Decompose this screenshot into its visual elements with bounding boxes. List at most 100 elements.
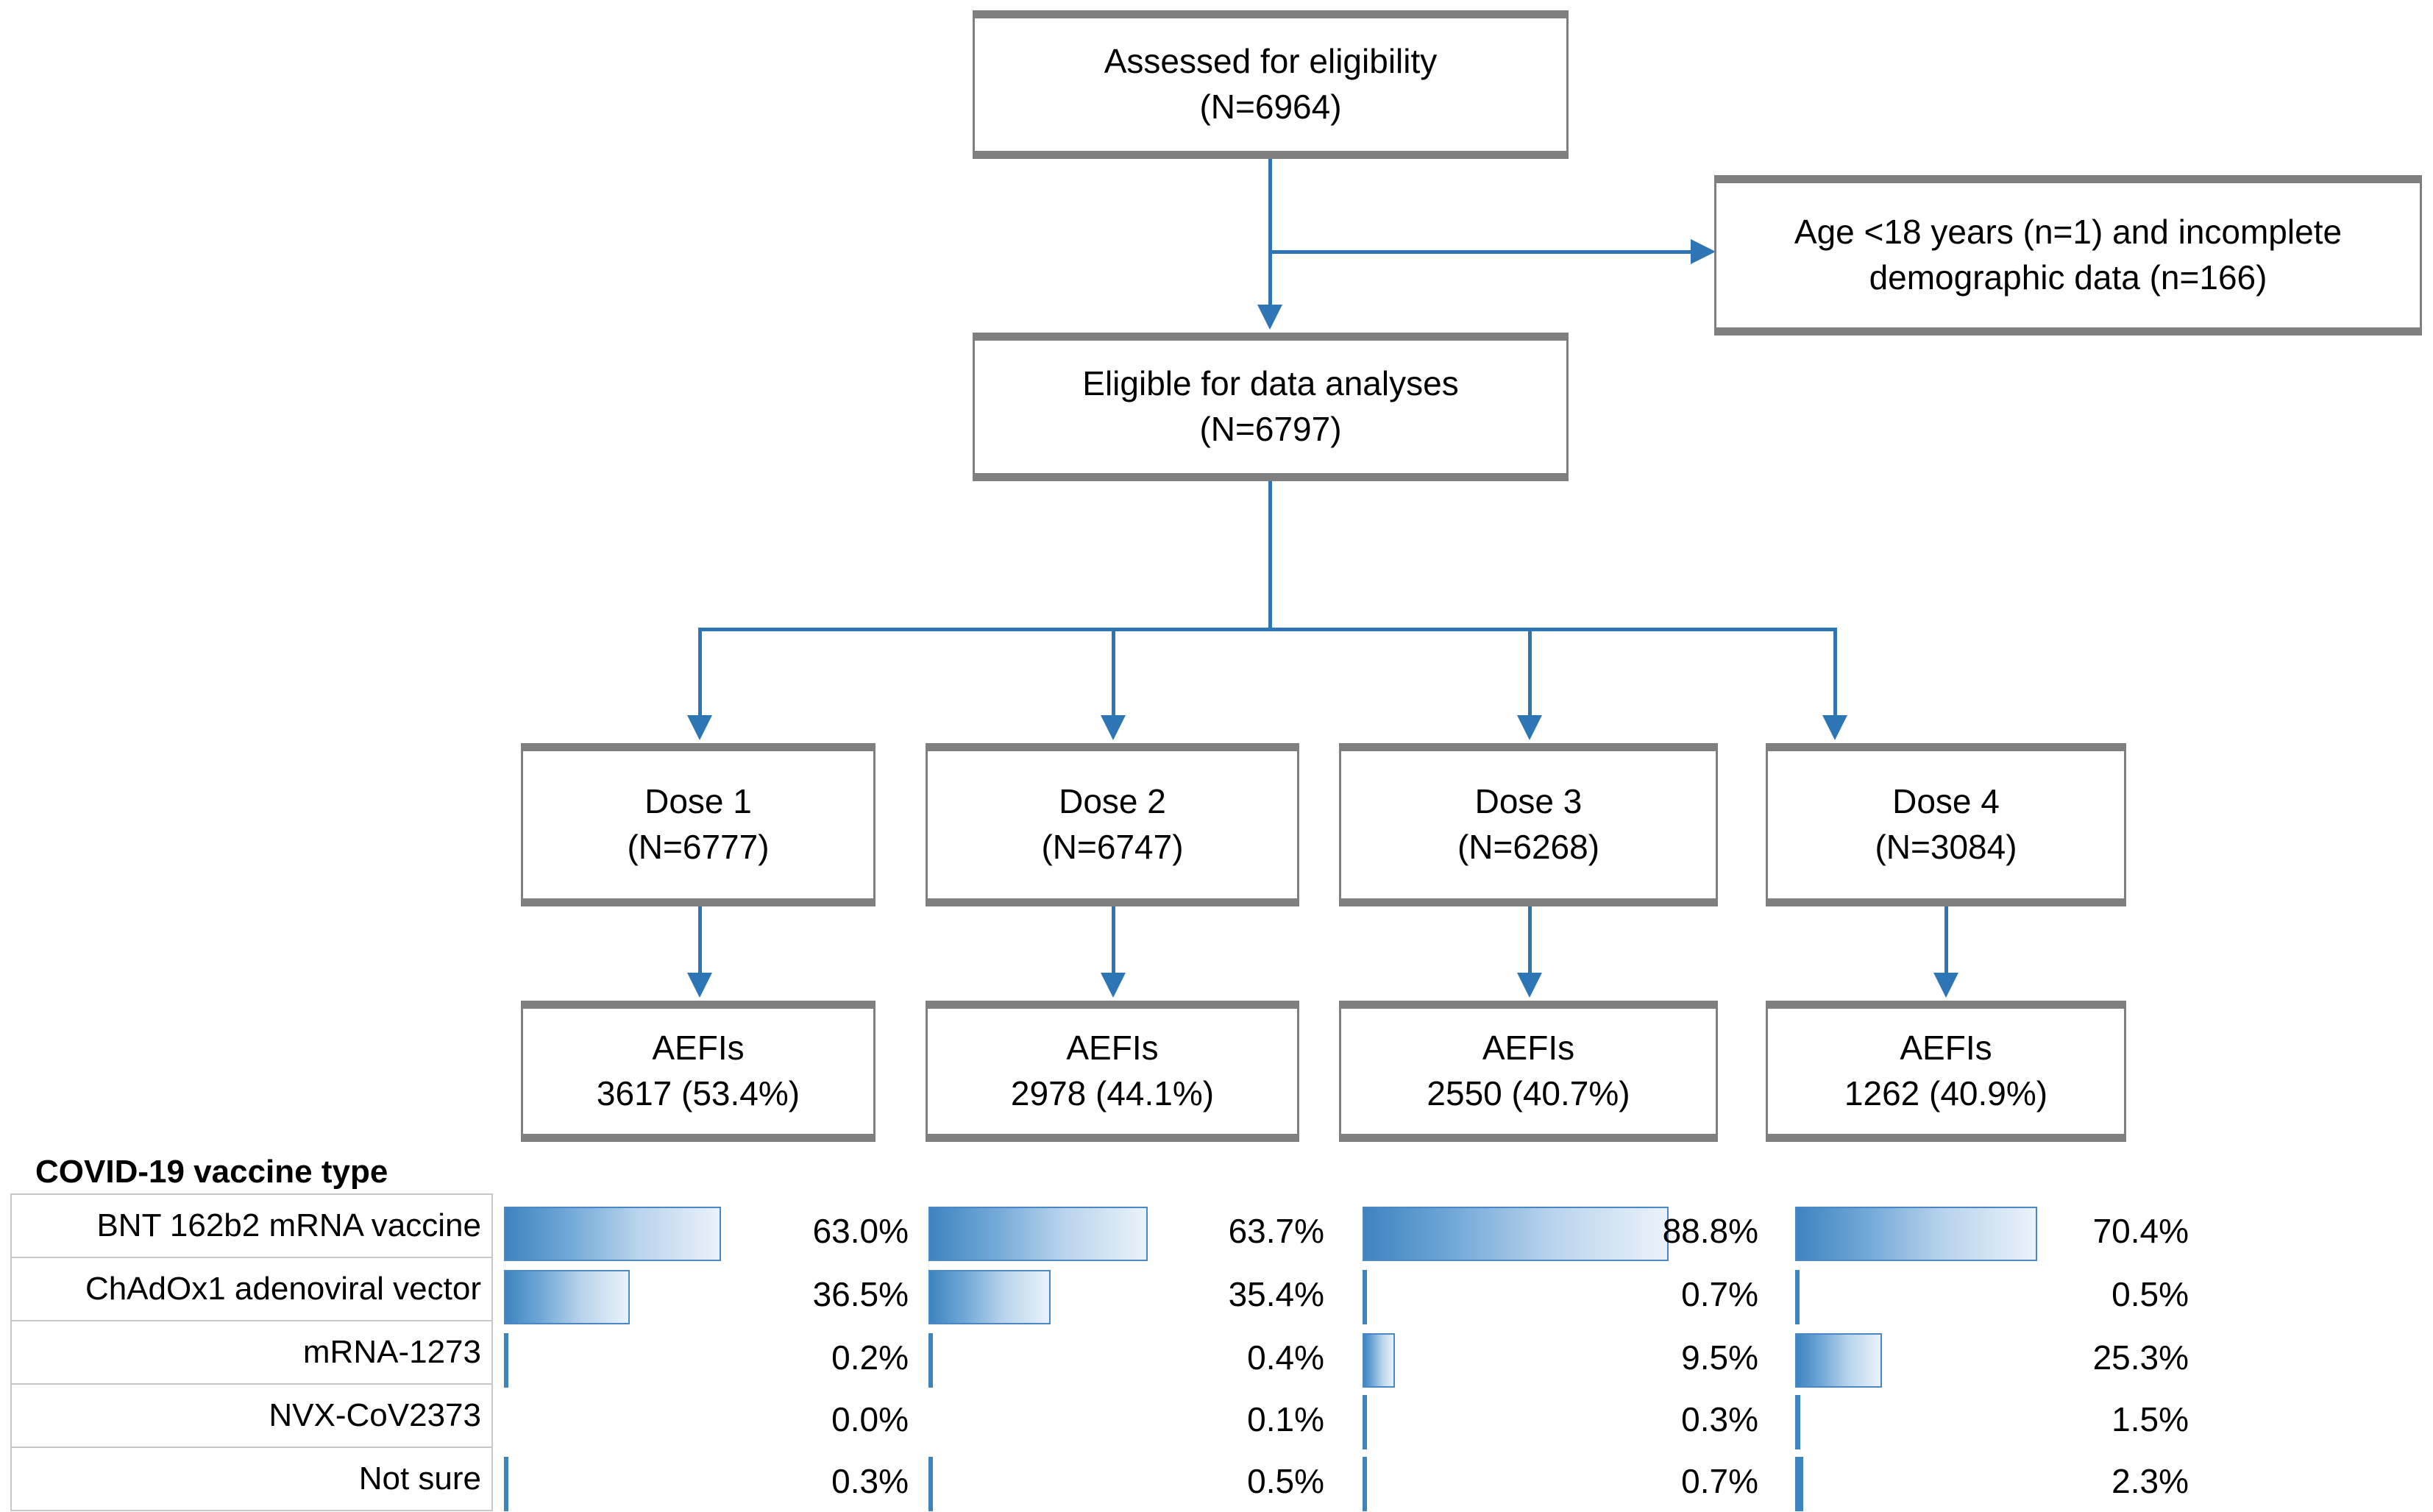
- assessed-for-eligibility-box: Assessed for eligibility (N=6964): [973, 10, 1569, 159]
- eligible-for-analyses-box: Eligible for data analyses (N=6797): [973, 333, 1569, 481]
- aefi-2-value: 2978 (44.1%): [1010, 1074, 1215, 1112]
- percent-label-dose-1-row-0: 63.0%: [812, 1212, 909, 1250]
- aefi-1-value: 3617 (53.4%): [596, 1074, 800, 1112]
- aefi-box-4: AEFIs 1262 (40.9%): [1766, 1001, 2126, 1142]
- dose-2-count: (N=6747): [1041, 828, 1184, 866]
- bar-dose-1-row-1: [504, 1270, 630, 1324]
- arrowhead-to-aefi-3: [1517, 973, 1542, 998]
- exclusion-criteria-box: Age <18 years (n=1) and incomplete demog…: [1714, 175, 2422, 336]
- aefi-box-1: AEFIs 3617 (53.4%): [521, 1001, 875, 1142]
- connector-to-dose-4: [1833, 628, 1837, 717]
- aefi-box-2: AEFIs 2978 (44.1%): [926, 1001, 1299, 1142]
- bar-dose-2-row-2: [928, 1333, 933, 1388]
- bar-dose-4-row-1: [1795, 1270, 1800, 1324]
- bar-dose-3-row-2: [1363, 1333, 1396, 1388]
- bar-dose-3-row-4: [1363, 1457, 1367, 1511]
- vaccine-type-table: BNT 162b2 mRNA vaccine ChAdOx1 adenovira…: [10, 1193, 493, 1511]
- exclusion-line-1: Age <18 years (n=1) and incomplete: [1794, 213, 2343, 252]
- dose-4-count: (N=3084): [1875, 828, 2017, 866]
- exclusion-line-2: demographic data (n=166): [1869, 258, 2267, 297]
- aefi-box-3: AEFIs 2550 (40.7%): [1339, 1001, 1718, 1142]
- table-row: mRNA-1273: [10, 1320, 493, 1385]
- percent-label-dose-3-row-3: 0.3%: [1681, 1400, 1758, 1438]
- arrowhead-to-aefi-1: [687, 973, 712, 998]
- arrowhead-to-dose-2: [1101, 715, 1126, 740]
- percent-label-dose-2-row-2: 0.4%: [1247, 1338, 1324, 1377]
- connector-to-exclusion: [1268, 250, 1694, 254]
- percent-label-dose-2-row-3: 0.1%: [1247, 1400, 1324, 1438]
- dose-3-label: Dose 3: [1474, 782, 1583, 821]
- vaccine-type-title: COVID-19 vaccine type: [35, 1154, 388, 1190]
- percent-label-dose-3-row-1: 0.7%: [1681, 1275, 1758, 1313]
- arrowhead-to-aefi-2: [1101, 973, 1126, 998]
- percent-label-dose-1-row-3: 0.0%: [831, 1400, 909, 1438]
- arrowhead-to-dose-4: [1822, 715, 1847, 740]
- table-row: NVX-CoV2373: [10, 1383, 493, 1448]
- percent-label-dose-4-row-0: 70.4%: [2092, 1212, 2189, 1250]
- bar-dose-3-row-1: [1363, 1270, 1367, 1324]
- bar-dose-3-row-3: [1363, 1395, 1367, 1449]
- connector-distributor-bar: [698, 628, 1837, 631]
- connector-to-dose-1: [698, 628, 702, 717]
- bar-dose-4-row-0: [1795, 1207, 2038, 1261]
- dose-4-label: Dose 4: [1892, 782, 2000, 821]
- percent-label-dose-2-row-4: 0.5%: [1247, 1462, 1324, 1500]
- dose-box-1: Dose 1 (N=6777): [521, 743, 875, 906]
- bar-dose-1-row-0: [504, 1207, 721, 1261]
- dose-box-3: Dose 3 (N=6268): [1339, 743, 1718, 906]
- connector-dose4-to-aefi4: [1944, 906, 1948, 976]
- percent-label-dose-1-row-4: 0.3%: [831, 1462, 909, 1500]
- aefi-1-label: AEFIs: [652, 1029, 745, 1068]
- bar-dose-1-row-4: [504, 1457, 508, 1511]
- aefi-4-label: AEFIs: [1900, 1029, 1992, 1068]
- arrowhead-to-dose-3: [1517, 715, 1542, 740]
- vaccine-label-1: ChAdOx1 adenoviral vector: [10, 1257, 493, 1321]
- bar-dose-1-row-2: [504, 1333, 508, 1388]
- bar-dose-2-row-4: [928, 1457, 933, 1511]
- dose-1-count: (N=6777): [627, 828, 770, 866]
- arrowhead-to-eligible: [1257, 305, 1282, 330]
- connector-to-dose-3: [1528, 628, 1532, 717]
- connector-to-dose-2: [1112, 628, 1115, 717]
- aefi-3-value: 2550 (40.7%): [1427, 1074, 1630, 1112]
- dose-3-count: (N=6268): [1457, 828, 1600, 866]
- bar-dose-4-row-4: [1795, 1457, 1803, 1511]
- dose-box-2: Dose 2 (N=6747): [926, 743, 1299, 906]
- dose-2-label: Dose 2: [1059, 782, 1166, 821]
- assessed-line-1: Assessed for eligibility: [1104, 42, 1438, 81]
- vaccine-label-3: NVX-CoV2373: [10, 1383, 493, 1448]
- percent-label-dose-3-row-4: 0.7%: [1681, 1462, 1758, 1500]
- percent-label-dose-4-row-3: 1.5%: [2111, 1400, 2189, 1438]
- aefi-4-value: 1262 (40.9%): [1844, 1074, 2048, 1112]
- arrowhead-to-exclusion: [1691, 239, 1716, 264]
- connector-eligible-stem: [1268, 481, 1272, 630]
- percent-label-dose-2-row-0: 63.7%: [1228, 1212, 1324, 1250]
- percent-label-dose-1-row-1: 36.5%: [812, 1275, 909, 1313]
- percent-label-dose-2-row-1: 35.4%: [1228, 1275, 1324, 1313]
- percent-label-dose-3-row-2: 9.5%: [1681, 1338, 1758, 1377]
- table-row: Not sure: [10, 1447, 493, 1511]
- bar-dose-3-row-0: [1363, 1207, 1669, 1261]
- table-row: BNT 162b2 mRNA vaccine: [10, 1193, 493, 1258]
- vaccine-label-0: BNT 162b2 mRNA vaccine: [10, 1193, 493, 1258]
- arrowhead-to-aefi-4: [1933, 973, 1958, 998]
- eligible-line-1: Eligible for data analyses: [1082, 364, 1459, 403]
- bar-dose-2-row-1: [928, 1270, 1051, 1324]
- arrowhead-to-dose-1: [687, 715, 712, 740]
- percent-label-dose-1-row-2: 0.2%: [831, 1338, 909, 1377]
- percent-label-dose-4-row-4: 2.3%: [2111, 1462, 2189, 1500]
- percent-label-dose-4-row-2: 25.3%: [2092, 1338, 2189, 1377]
- eligible-line-2: (N=6797): [1199, 410, 1342, 448]
- vaccine-label-4: Not sure: [10, 1447, 493, 1511]
- vaccine-label-2: mRNA-1273: [10, 1320, 493, 1385]
- connector-dose3-to-aefi3: [1528, 906, 1532, 976]
- assessed-line-2: (N=6964): [1199, 88, 1342, 126]
- percent-label-dose-3-row-0: 88.8%: [1662, 1212, 1758, 1250]
- dose-1-label: Dose 1: [644, 782, 752, 821]
- aefi-3-label: AEFIs: [1482, 1029, 1575, 1068]
- bar-dose-2-row-0: [928, 1207, 1148, 1261]
- connector-assessed-to-eligible: [1268, 159, 1272, 308]
- table-row: ChAdOx1 adenoviral vector: [10, 1257, 493, 1321]
- connector-dose2-to-aefi2: [1112, 906, 1115, 976]
